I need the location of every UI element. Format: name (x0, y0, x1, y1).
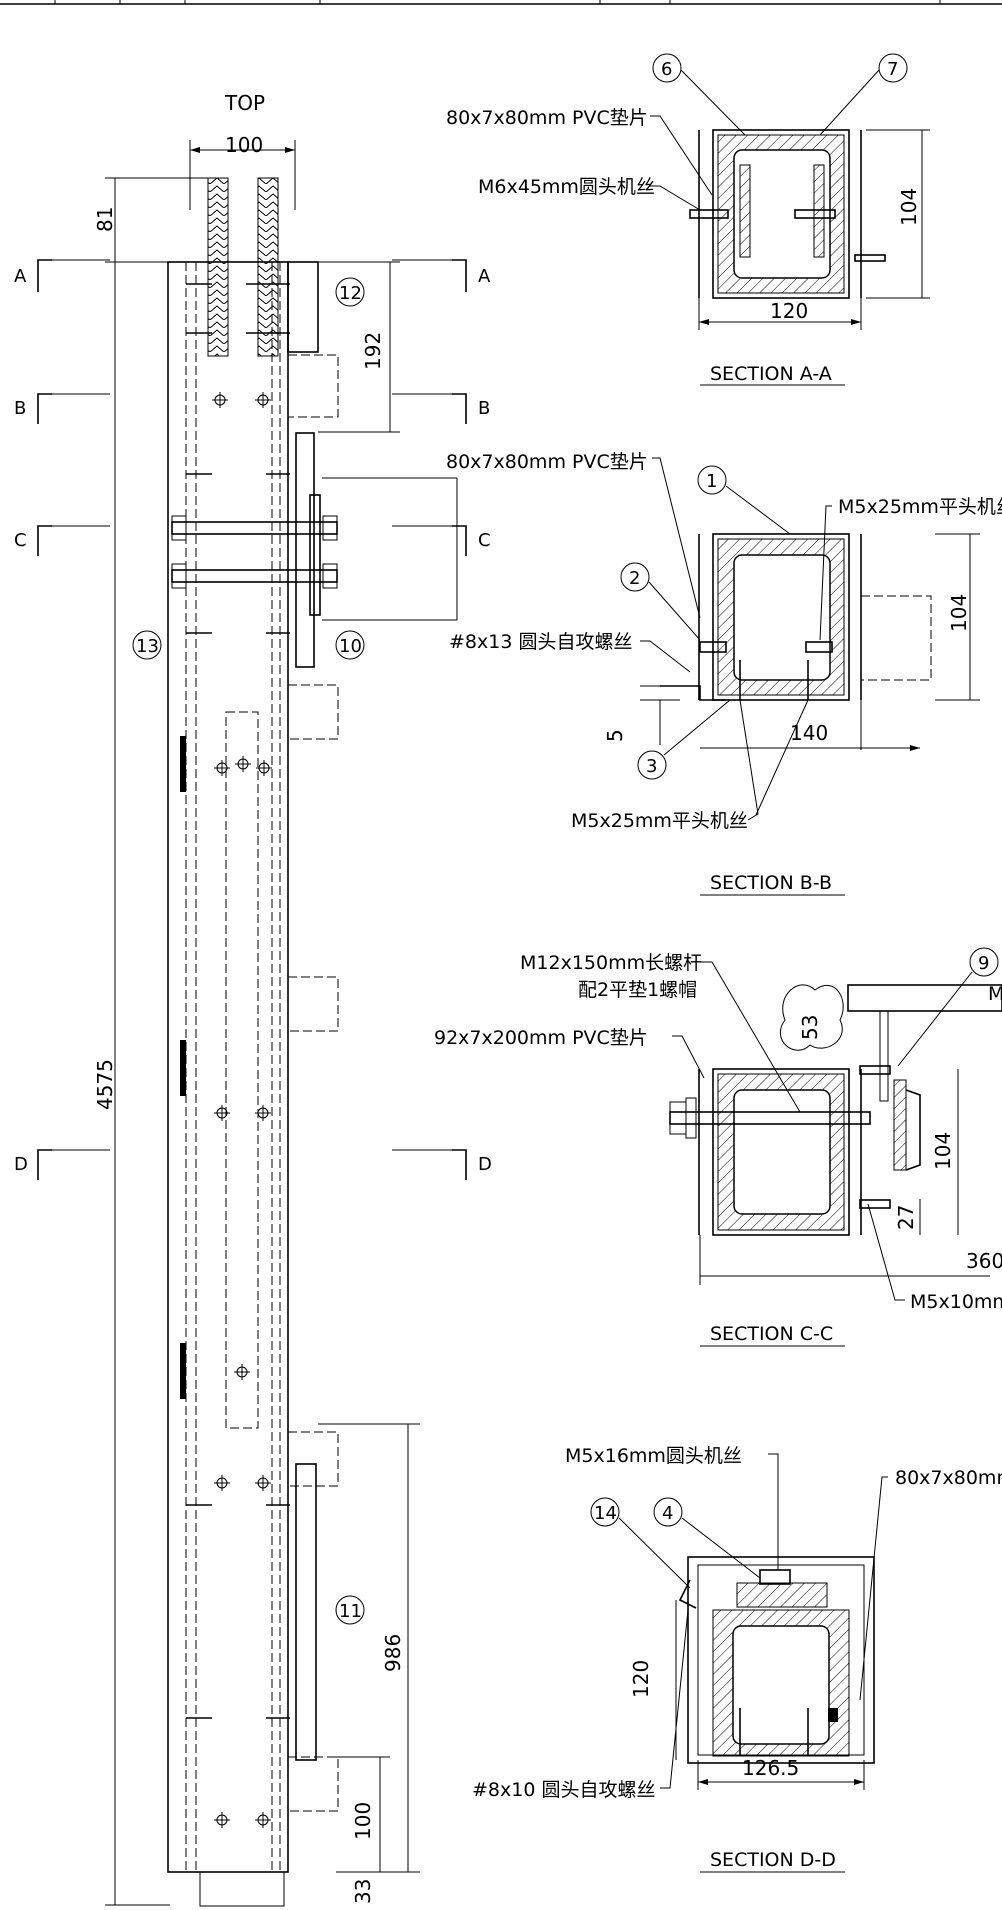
section-bb-dim-width: 140 (790, 721, 828, 745)
callout-11: 11 (339, 1601, 362, 1622)
svg-text:D: D (14, 1154, 28, 1175)
section-cc-label-m5x10: M5x10mm (910, 1291, 1002, 1313)
section-dd-dim-width: 126.5 (742, 1756, 799, 1780)
section-bb-callout-1: 1 (706, 471, 717, 492)
elevation-dim-top-offset: 81 (93, 207, 117, 232)
section-marker-d: D D (14, 1149, 492, 1180)
callout-13: 13 (136, 636, 159, 657)
svg-text:C: C (478, 530, 491, 551)
section-b-b: 5 140 104 1 2 3 80x7x80mm PVC垫片 M5x25mm平… (446, 451, 1002, 896)
elevation-dim-width: 100 (225, 133, 263, 157)
section-dd-callout-14: 14 (594, 1503, 617, 1524)
section-bb-label-pvc: 80x7x80mm PVC垫片 (446, 451, 648, 473)
elevation-dim-panel-11: 986 (381, 1634, 405, 1672)
section-cc-label-rod-1: M12x150mm长螺杆 (520, 952, 702, 974)
section-cc-label-rod-2: 配2平垫1螺帽 (578, 979, 697, 1001)
section-aa-label-pvc: 80x7x80mm PVC垫片 (446, 107, 648, 129)
svg-text:D: D (478, 1154, 492, 1175)
section-bb-label-flat-top: M5x25mm平头机丝 (838, 496, 1002, 518)
section-d-d: 120 126.5 14 4 M5x16mm圆头机丝 80x7x80mm #8x… (472, 1445, 1002, 1873)
section-aa-callout-7: 7 (887, 59, 898, 80)
section-bb-dim-gap: 5 (603, 729, 627, 742)
svg-text:A: A (478, 266, 491, 287)
section-marker-a: A A (14, 259, 491, 292)
section-dd-callout-4: 4 (662, 1503, 673, 1524)
section-marker-b: B B (14, 393, 490, 424)
section-c-c: 53 360 104 27 9 M M12x150mm长螺杆 配2平垫1螺帽 9… (434, 947, 1002, 1347)
section-bb-label-self-tap: #8x13 圆头自攻螺丝 (449, 631, 632, 653)
callout-10: 10 (339, 636, 362, 657)
svg-text:B: B (14, 398, 26, 419)
section-bb-title: SECTION B-B (710, 872, 832, 894)
svg-text:B: B (478, 398, 490, 419)
elevation-view: TOP 100 81 4575 (14, 91, 492, 1907)
section-cc-label-m-cut: M (988, 983, 1002, 1005)
section-aa-label-screw: M6x45mm圆头机丝 (478, 176, 655, 198)
section-dd-dim-height: 120 (629, 1660, 653, 1698)
section-cc-dim-width: 360 (966, 1249, 1002, 1273)
section-bb-dim-height: 104 (947, 594, 971, 632)
section-dd-label-pvc-cut: 80x7x80mm (895, 1467, 1002, 1489)
elevation-dim-bottom-end: 33 (351, 1879, 375, 1904)
section-aa-title: SECTION A-A (710, 363, 832, 385)
section-cc-dim-height: 104 (931, 1132, 955, 1170)
section-aa-dim-width: 120 (770, 299, 808, 323)
section-cc-label-pvc: 92x7x200mm PVC垫片 (434, 1027, 648, 1049)
elevation-dim-total-height: 4575 (93, 1059, 117, 1110)
section-cc-callout-9: 9 (978, 953, 989, 974)
section-aa-dim-height: 104 (897, 188, 921, 226)
title-block-border (0, 0, 1002, 5)
section-bb-callout-3: 3 (646, 756, 657, 777)
elevation-dim-panel-12: 192 (361, 332, 385, 370)
section-cc-dim-53: 53 (798, 1015, 822, 1040)
section-bb-callout-2: 2 (629, 568, 640, 589)
section-dd-label-round: M5x16mm圆头机丝 (565, 1445, 742, 1467)
callout-12: 12 (339, 283, 362, 304)
section-dd-label-self-tap: #8x10 圆头自攻螺丝 (472, 1779, 655, 1801)
elevation-top-label: TOP (224, 91, 265, 115)
elevation-dim-bottom: 100 (351, 1802, 375, 1840)
section-aa-callout-6: 6 (661, 59, 672, 80)
section-bb-label-flat-bottom: M5x25mm平头机丝 (571, 810, 748, 832)
section-marker-c: C C (14, 525, 491, 556)
section-dd-title: SECTION D-D (710, 1849, 836, 1871)
section-cc-dim-27: 27 (894, 1205, 918, 1230)
svg-text:C: C (14, 530, 27, 551)
svg-text:A: A (14, 266, 27, 287)
section-a-a: 120 104 6 7 80x7x80mm PVC垫片 M6x45mm圆头机丝 … (446, 53, 930, 386)
section-cc-title: SECTION C-C (710, 1323, 833, 1345)
